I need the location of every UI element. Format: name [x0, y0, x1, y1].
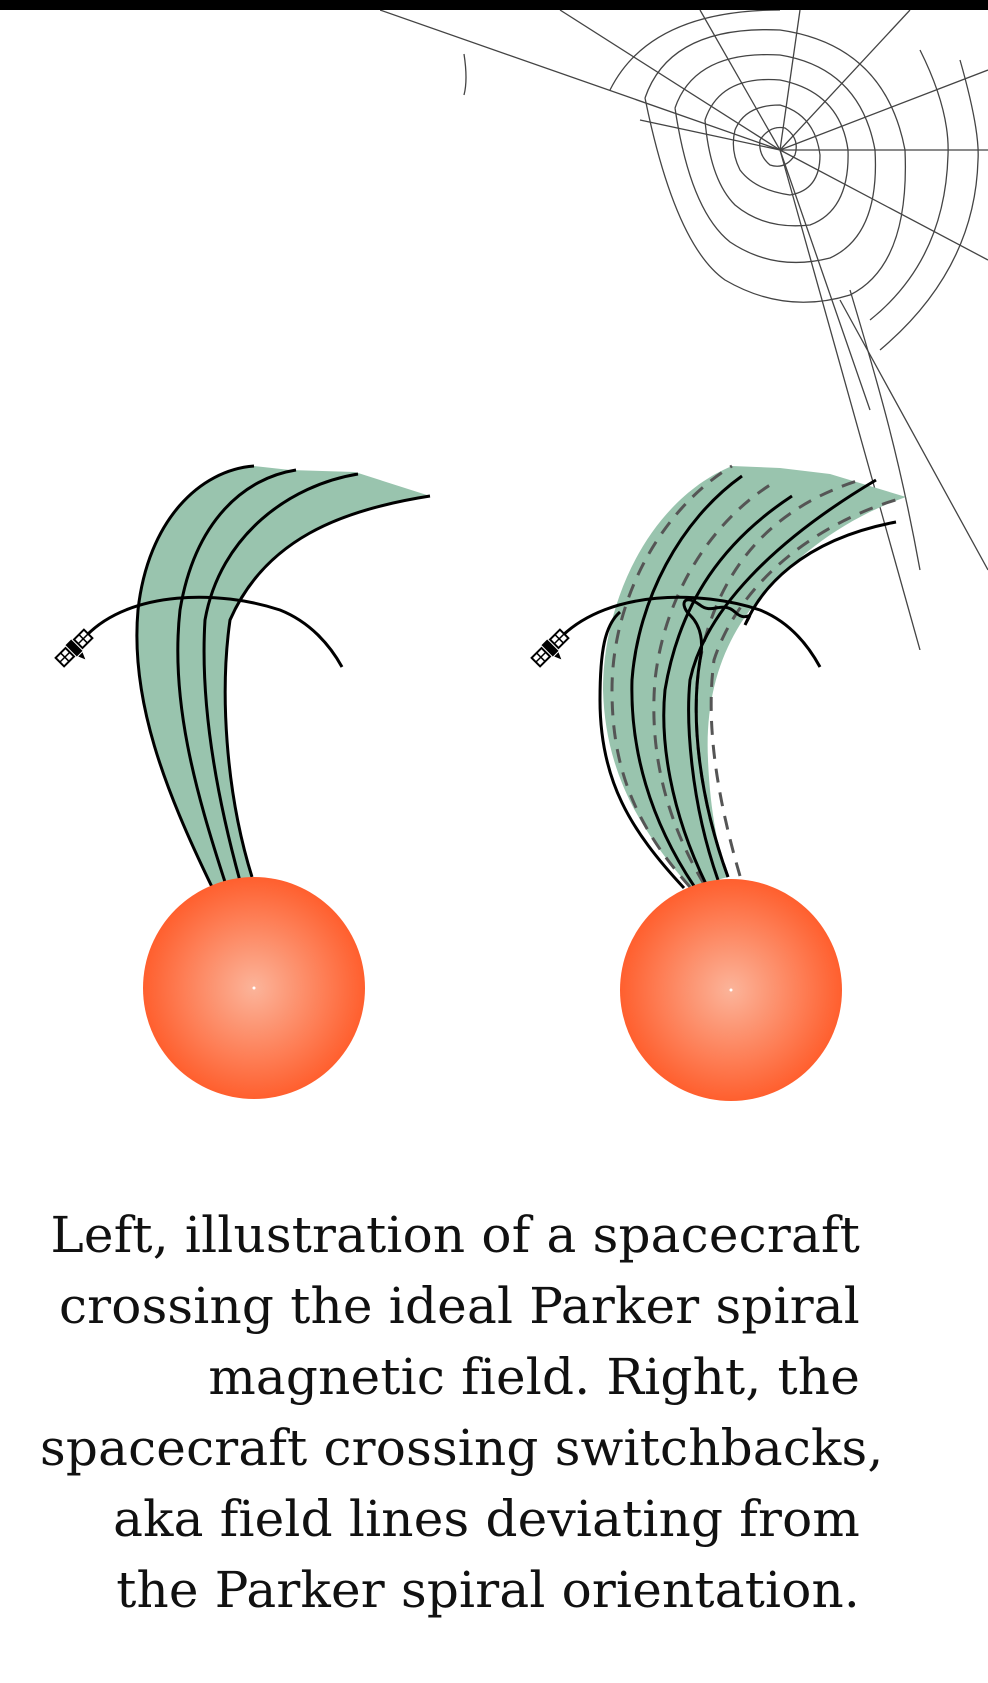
figure-caption: Left, illustration of a spacecraft cross… — [40, 1200, 860, 1626]
right-panel — [530, 466, 906, 1101]
caption-line: spacecraft crossing switchbacks, — [40, 1413, 860, 1484]
parker-spiral-diagram — [0, 0, 988, 1120]
right-field-band — [603, 466, 906, 887]
caption-line: magnetic field. Right, the — [40, 1342, 860, 1413]
left-field-band — [137, 466, 430, 887]
caption-line: the Parker spiral orientation. — [40, 1555, 860, 1626]
caption-line: Left, illustration of a spacecraft — [40, 1200, 860, 1271]
satellite-icon — [54, 628, 99, 673]
left-panel — [54, 466, 430, 1099]
satellite-icon — [530, 628, 575, 673]
caption-line: crossing the ideal Parker spiral — [40, 1271, 860, 1342]
caption-line: aka field lines deviating from — [40, 1484, 860, 1555]
